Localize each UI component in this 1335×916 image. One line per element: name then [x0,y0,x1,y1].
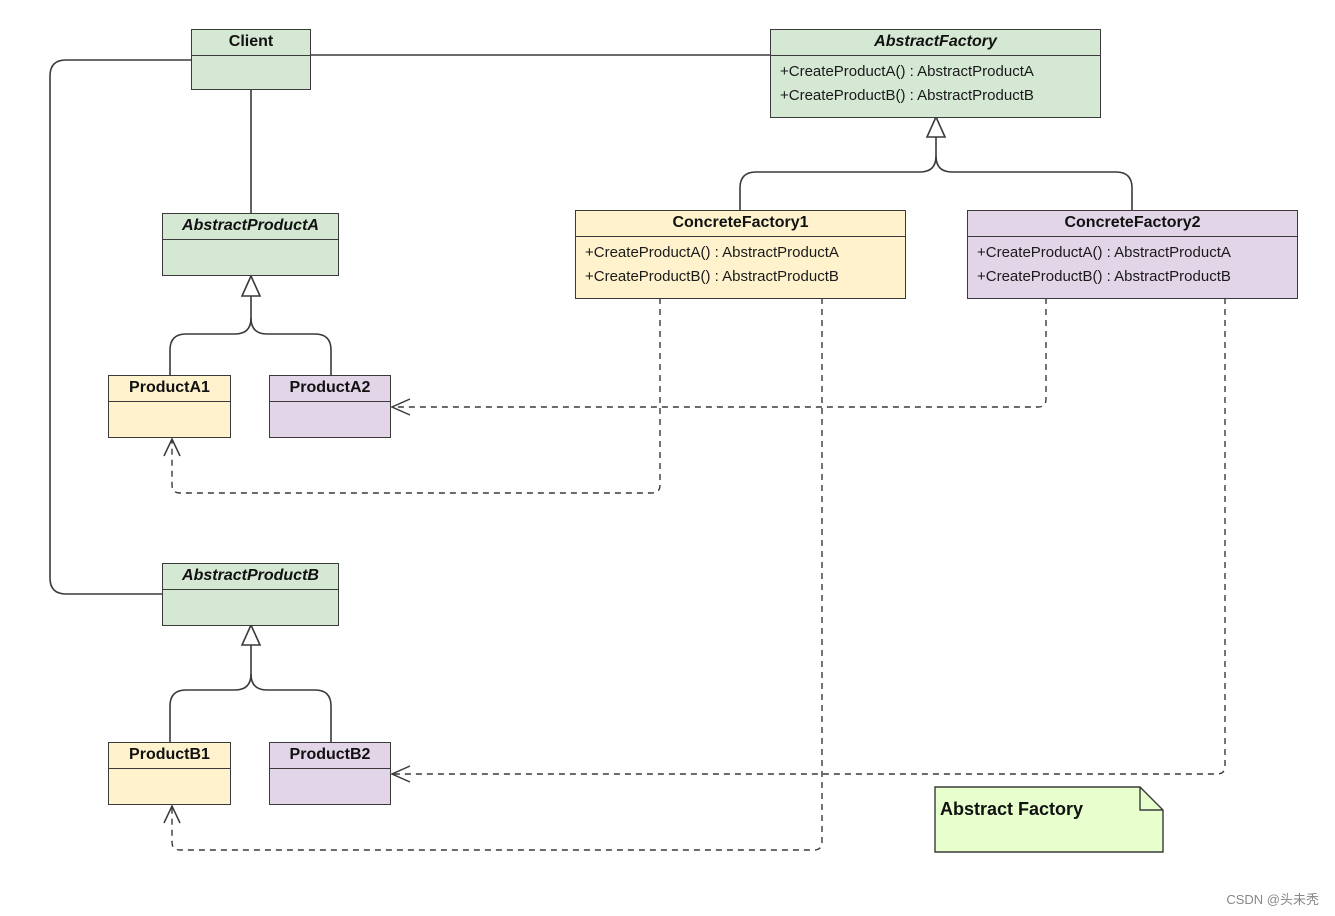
class-abstract-factory[interactable]: AbstractFactory +CreateProductA() : Abst… [770,29,1101,118]
class-abstract-product-b[interactable]: AbstractProductB [162,563,339,626]
class-client[interactable]: Client [191,29,311,90]
class-product-a1-name: ProductA1 [109,376,230,402]
operation-create-product-a: +CreateProductA() : AbstractProductA [780,63,1034,80]
operation-create-product-b: +CreateProductB() : AbstractProductB [585,268,839,285]
operation-create-product-b: +CreateProductB() : AbstractProductB [977,268,1231,285]
class-product-b2[interactable]: ProductB2 [269,742,391,805]
class-product-a2[interactable]: ProductA2 [269,375,391,438]
dependency-arrowhead-producta1 [163,437,181,457]
class-product-b1-name: ProductB1 [109,743,230,769]
dependency-cf2-productb2 [393,298,1226,775]
class-client-name: Client [192,30,310,56]
class-concrete-factory1[interactable]: ConcreteFactory1 +CreateProductA() : Abs… [575,210,906,299]
generalization-concretefactory2 [935,155,1133,211]
note[interactable]: Abstract Factory [935,787,1163,852]
dependency-cf1-producta1 [171,298,661,494]
dependency-cf1-productb1 [171,298,823,851]
dependency-arrowhead-productb2 [390,765,411,783]
class-abstract-product-a-name: AbstractProductA [163,214,338,240]
class-abstract-product-a[interactable]: AbstractProductA [162,213,339,276]
operation-create-product-b: +CreateProductB() : AbstractProductB [780,87,1034,104]
note-text: Abstract Factory [940,799,1084,819]
dependency-arrowhead-producta2 [390,398,411,416]
class-abstract-product-b-name: AbstractProductB [163,564,338,590]
note-shape [934,786,1164,853]
class-product-a2-name: ProductA2 [270,376,390,402]
operation-create-product-a: +CreateProductA() : AbstractProductA [977,244,1231,261]
class-concrete-factory2[interactable]: ConcreteFactory2 +CreateProductA() : Abs… [967,210,1298,299]
generalization-arrowhead-factory [925,115,947,138]
generalization-productb1 [169,645,252,743]
generalization-producta2 [250,317,332,376]
watermark: CSDN @头未秃 [1226,892,1319,907]
class-concrete-factory1-name: ConcreteFactory1 [576,211,905,237]
generalization-concretefactory1 [739,137,937,211]
generalization-arrowhead-producta [240,274,262,297]
association-client-abstractproductb [49,59,191,595]
class-product-a1[interactable]: ProductA1 [108,375,231,438]
generalization-producta1 [169,296,252,376]
dependency-arrowhead-productb1 [163,804,181,824]
dependency-cf2-producta2 [393,298,1047,408]
class-product-b1[interactable]: ProductB1 [108,742,231,805]
class-abstract-factory-name: AbstractFactory [771,30,1100,56]
operation-create-product-a: +CreateProductA() : AbstractProductA [585,244,839,261]
class-concrete-factory2-name: ConcreteFactory2 [968,211,1297,237]
generalization-arrowhead-productb [240,623,262,646]
class-product-b2-name: ProductB2 [270,743,390,769]
generalization-productb2 [250,673,332,743]
